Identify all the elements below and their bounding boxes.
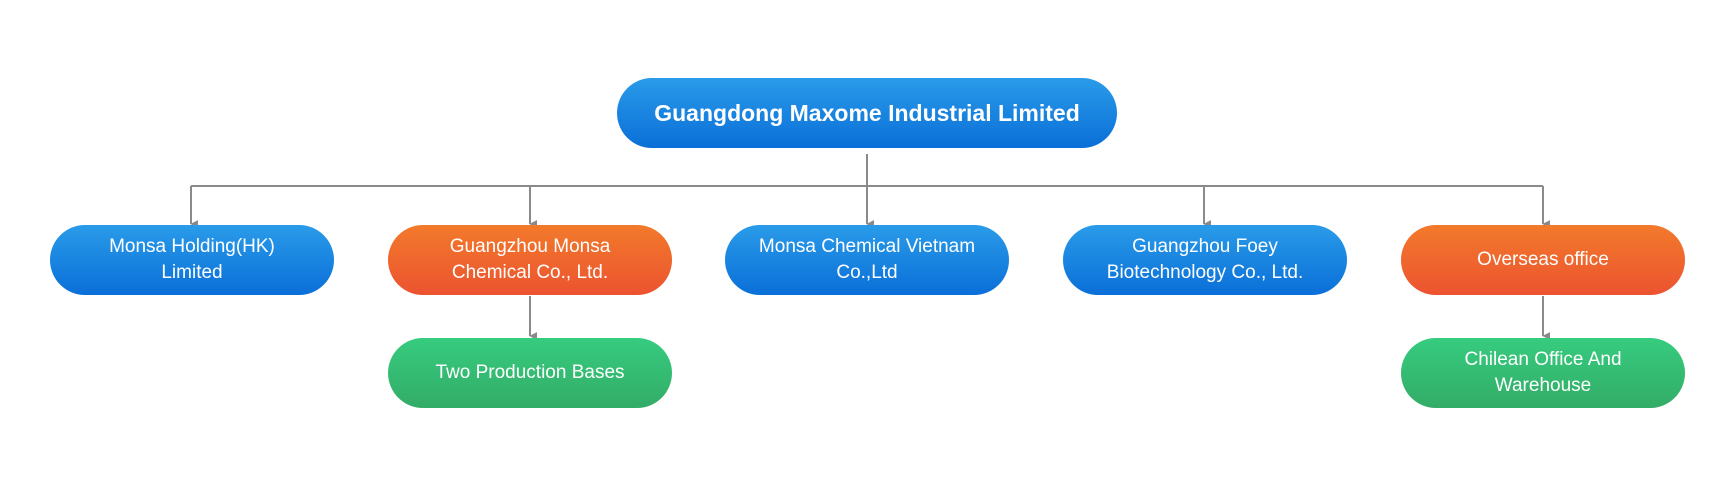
child-node-guangzhou-monsa: Guangzhou Monsa Chemical Co., Ltd. bbox=[388, 225, 672, 295]
child-node-guangzhou-foey: Guangzhou Foey Biotechnology Co., Ltd. bbox=[1063, 225, 1347, 295]
grandchild-node-chilean-office: Chilean Office And Warehouse bbox=[1401, 338, 1685, 408]
grandchild-node-label: Two Production Bases bbox=[435, 362, 625, 383]
grandchild-node-production-bases: Two Production Bases bbox=[388, 338, 672, 408]
child-node-label: Guangzhou Foey Biotechnology Co., Ltd. bbox=[1106, 236, 1304, 283]
child-node-monsa-holding: Monsa Holding(HK) Limited bbox=[50, 225, 334, 295]
grandchild-node-label: Chilean Office And Warehouse bbox=[1464, 349, 1622, 396]
child-node-label: Monsa Holding(HK) Limited bbox=[109, 236, 275, 283]
child-node-label: Guangzhou Monsa Chemical Co., Ltd. bbox=[449, 236, 611, 283]
child-node-monsa-vietnam: Monsa Chemical Vietnam Co.,Ltd bbox=[725, 225, 1009, 295]
root-node-label: Guangdong Maxome Industrial Limited bbox=[654, 100, 1080, 126]
child-node-label: Overseas office bbox=[1477, 249, 1609, 270]
child-node-overseas-office: Overseas office bbox=[1401, 225, 1685, 295]
child-node-label: Monsa Chemical Vietnam Co.,Ltd bbox=[758, 236, 976, 283]
root-node: Guangdong Maxome Industrial Limited bbox=[617, 78, 1117, 148]
